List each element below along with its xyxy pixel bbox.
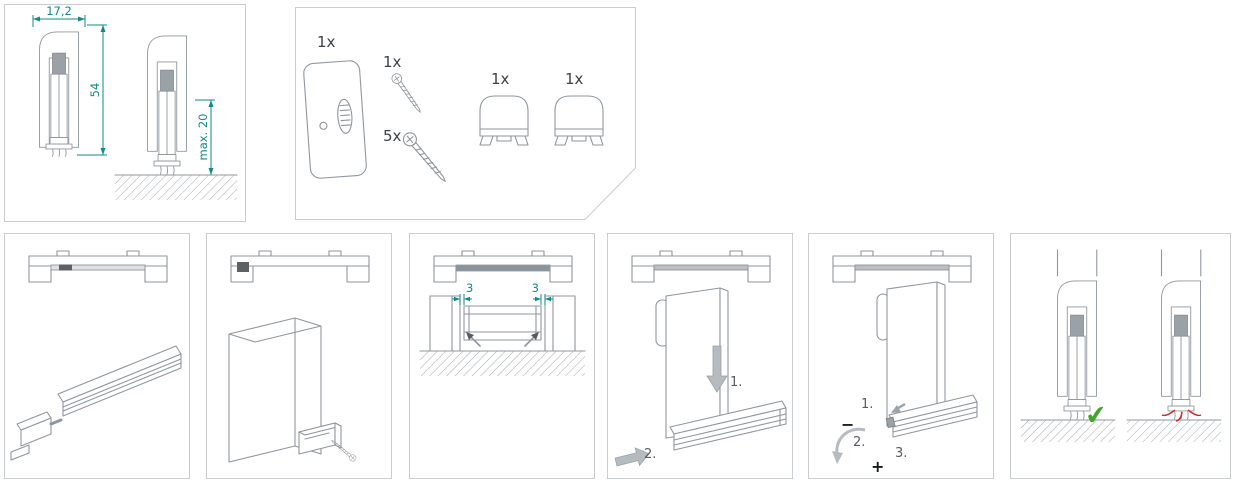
seal-section-extended <box>147 35 187 175</box>
seal-clearance-drawing <box>419 295 586 376</box>
door-frame-icon <box>28 250 168 283</box>
arrow-up-right-icon <box>524 332 539 347</box>
step5-label-2: 2. <box>853 435 865 450</box>
step-panel-3: 3 3 <box>409 233 595 479</box>
gap-label-right: 3 <box>532 281 539 295</box>
door-bottom-drawing <box>655 287 787 451</box>
door-frame-icon <box>832 250 972 283</box>
floor-hatch <box>114 174 238 200</box>
arrow-up-left-icon <box>466 332 481 347</box>
arrow-down-icon <box>706 345 728 393</box>
parts-panel-outline <box>295 7 636 220</box>
step4-label-1: 1. <box>730 375 742 390</box>
screw-short-qty-label: 1x <box>383 53 402 71</box>
adjustment-pin <box>885 416 896 428</box>
gap-label-left: 3 <box>466 281 473 295</box>
plate-qty-label: 1x <box>317 33 336 51</box>
seal-strip-highlight <box>653 264 749 271</box>
drop-dimension: max. 20 <box>195 99 215 175</box>
drop-dim-label: max. 20 <box>196 114 210 161</box>
check-icon: ✔ <box>1084 400 1109 432</box>
seal-strip-highlight <box>854 264 950 271</box>
gap-dim-left: 3 <box>452 281 473 305</box>
seal-strip-highlight <box>455 264 551 272</box>
small-arrow-icon <box>891 402 906 413</box>
height-dimension: 54 <box>77 24 107 156</box>
step-panel-1 <box>4 233 190 479</box>
mechanism-highlight <box>237 262 249 272</box>
height-dim-label: 54 <box>88 83 102 98</box>
dimensions-panel: 17,2 54 max. 20 <box>4 4 246 222</box>
width-dimension: 17,2 <box>32 5 86 27</box>
result-correct-drawing: ✔ <box>1020 249 1116 442</box>
step-panel-6: ✔ <box>1010 233 1231 479</box>
result-wrong-drawing <box>1126 249 1222 442</box>
profile-assembly-drawing <box>10 345 182 461</box>
step5-label-3: 3. <box>895 446 907 461</box>
width-dim-label: 17,2 <box>46 5 72 18</box>
plus-label: + <box>871 457 884 476</box>
rotate-arrow-icon <box>832 427 866 464</box>
drop-plate-part <box>303 60 367 179</box>
door-frame-icon <box>433 250 573 283</box>
seal-section-retracted <box>39 31 79 157</box>
end-cap-left-qty-label: 1x <box>491 70 510 88</box>
door-frame-icon <box>631 250 771 283</box>
step-panel-4: 1. 2. <box>607 233 793 479</box>
screw-long-qty-label: 5x <box>383 127 402 145</box>
step-panel-5: 1. − 2. 3. + <box>808 233 994 479</box>
parts-panel: 1x 1x 5x 1x 1x <box>295 7 636 220</box>
adjustment-drawing <box>876 281 978 438</box>
gap-dim-right: 3 <box>532 281 553 305</box>
error-marks <box>1161 409 1202 422</box>
mechanism-box <box>298 422 342 455</box>
step5-label-1: 1. <box>861 397 873 412</box>
step4-label-2: 2. <box>644 447 656 462</box>
seal-strip-highlight <box>50 264 146 271</box>
step-panel-2 <box>206 233 392 479</box>
door-frame-icon <box>230 250 370 283</box>
slide-mechanism-part <box>10 411 63 461</box>
end-cap-right-qty-label: 1x <box>565 70 584 88</box>
door-leaf-drawing <box>228 317 358 463</box>
arrow-right-icon <box>614 447 650 467</box>
